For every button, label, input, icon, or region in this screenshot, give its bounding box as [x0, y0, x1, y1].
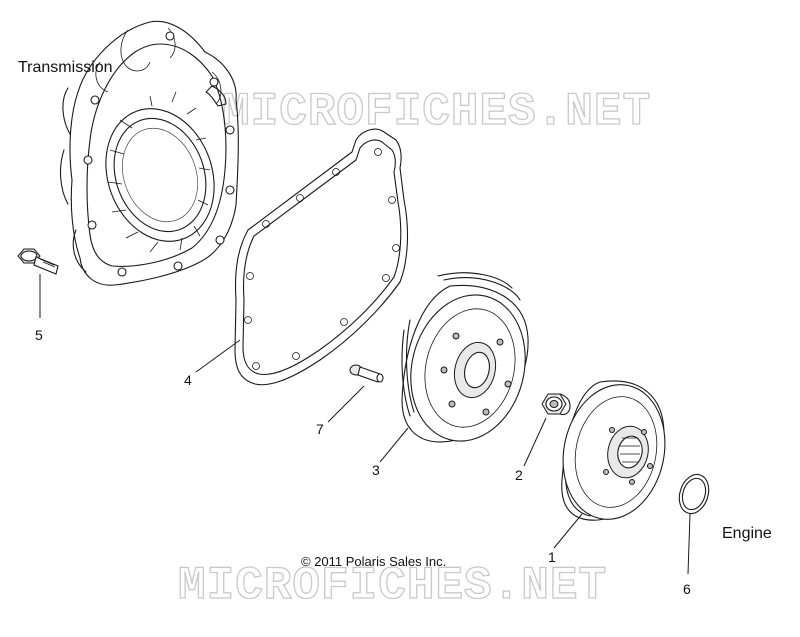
transmission-label: Transmission	[18, 59, 113, 76]
watermark-top: MICROFICHES.NET	[222, 86, 651, 138]
transmission-case	[59, 20, 239, 286]
callout-4: 4	[184, 372, 192, 388]
copyright-text: © 2011 Polaris Sales Inc.	[301, 554, 446, 569]
callout-2: 2	[515, 467, 523, 483]
callout-6: 6	[683, 581, 691, 597]
callout-3: 3	[372, 462, 380, 478]
callout-1: 1	[548, 549, 556, 565]
bolt-5	[17, 248, 59, 275]
bolt-7	[349, 364, 384, 383]
drive-plate	[561, 380, 666, 521]
engine-label: Engine	[722, 525, 772, 542]
nut-2	[541, 393, 571, 416]
watermark-bottom: MICROFICHES.NET	[178, 560, 607, 612]
leader-lines	[39, 274, 691, 575]
o-ring	[678, 473, 710, 515]
driven-drum	[401, 272, 529, 443]
gasket	[234, 128, 409, 386]
callout-5: 5	[35, 327, 43, 343]
callout-7: 7	[316, 421, 324, 437]
